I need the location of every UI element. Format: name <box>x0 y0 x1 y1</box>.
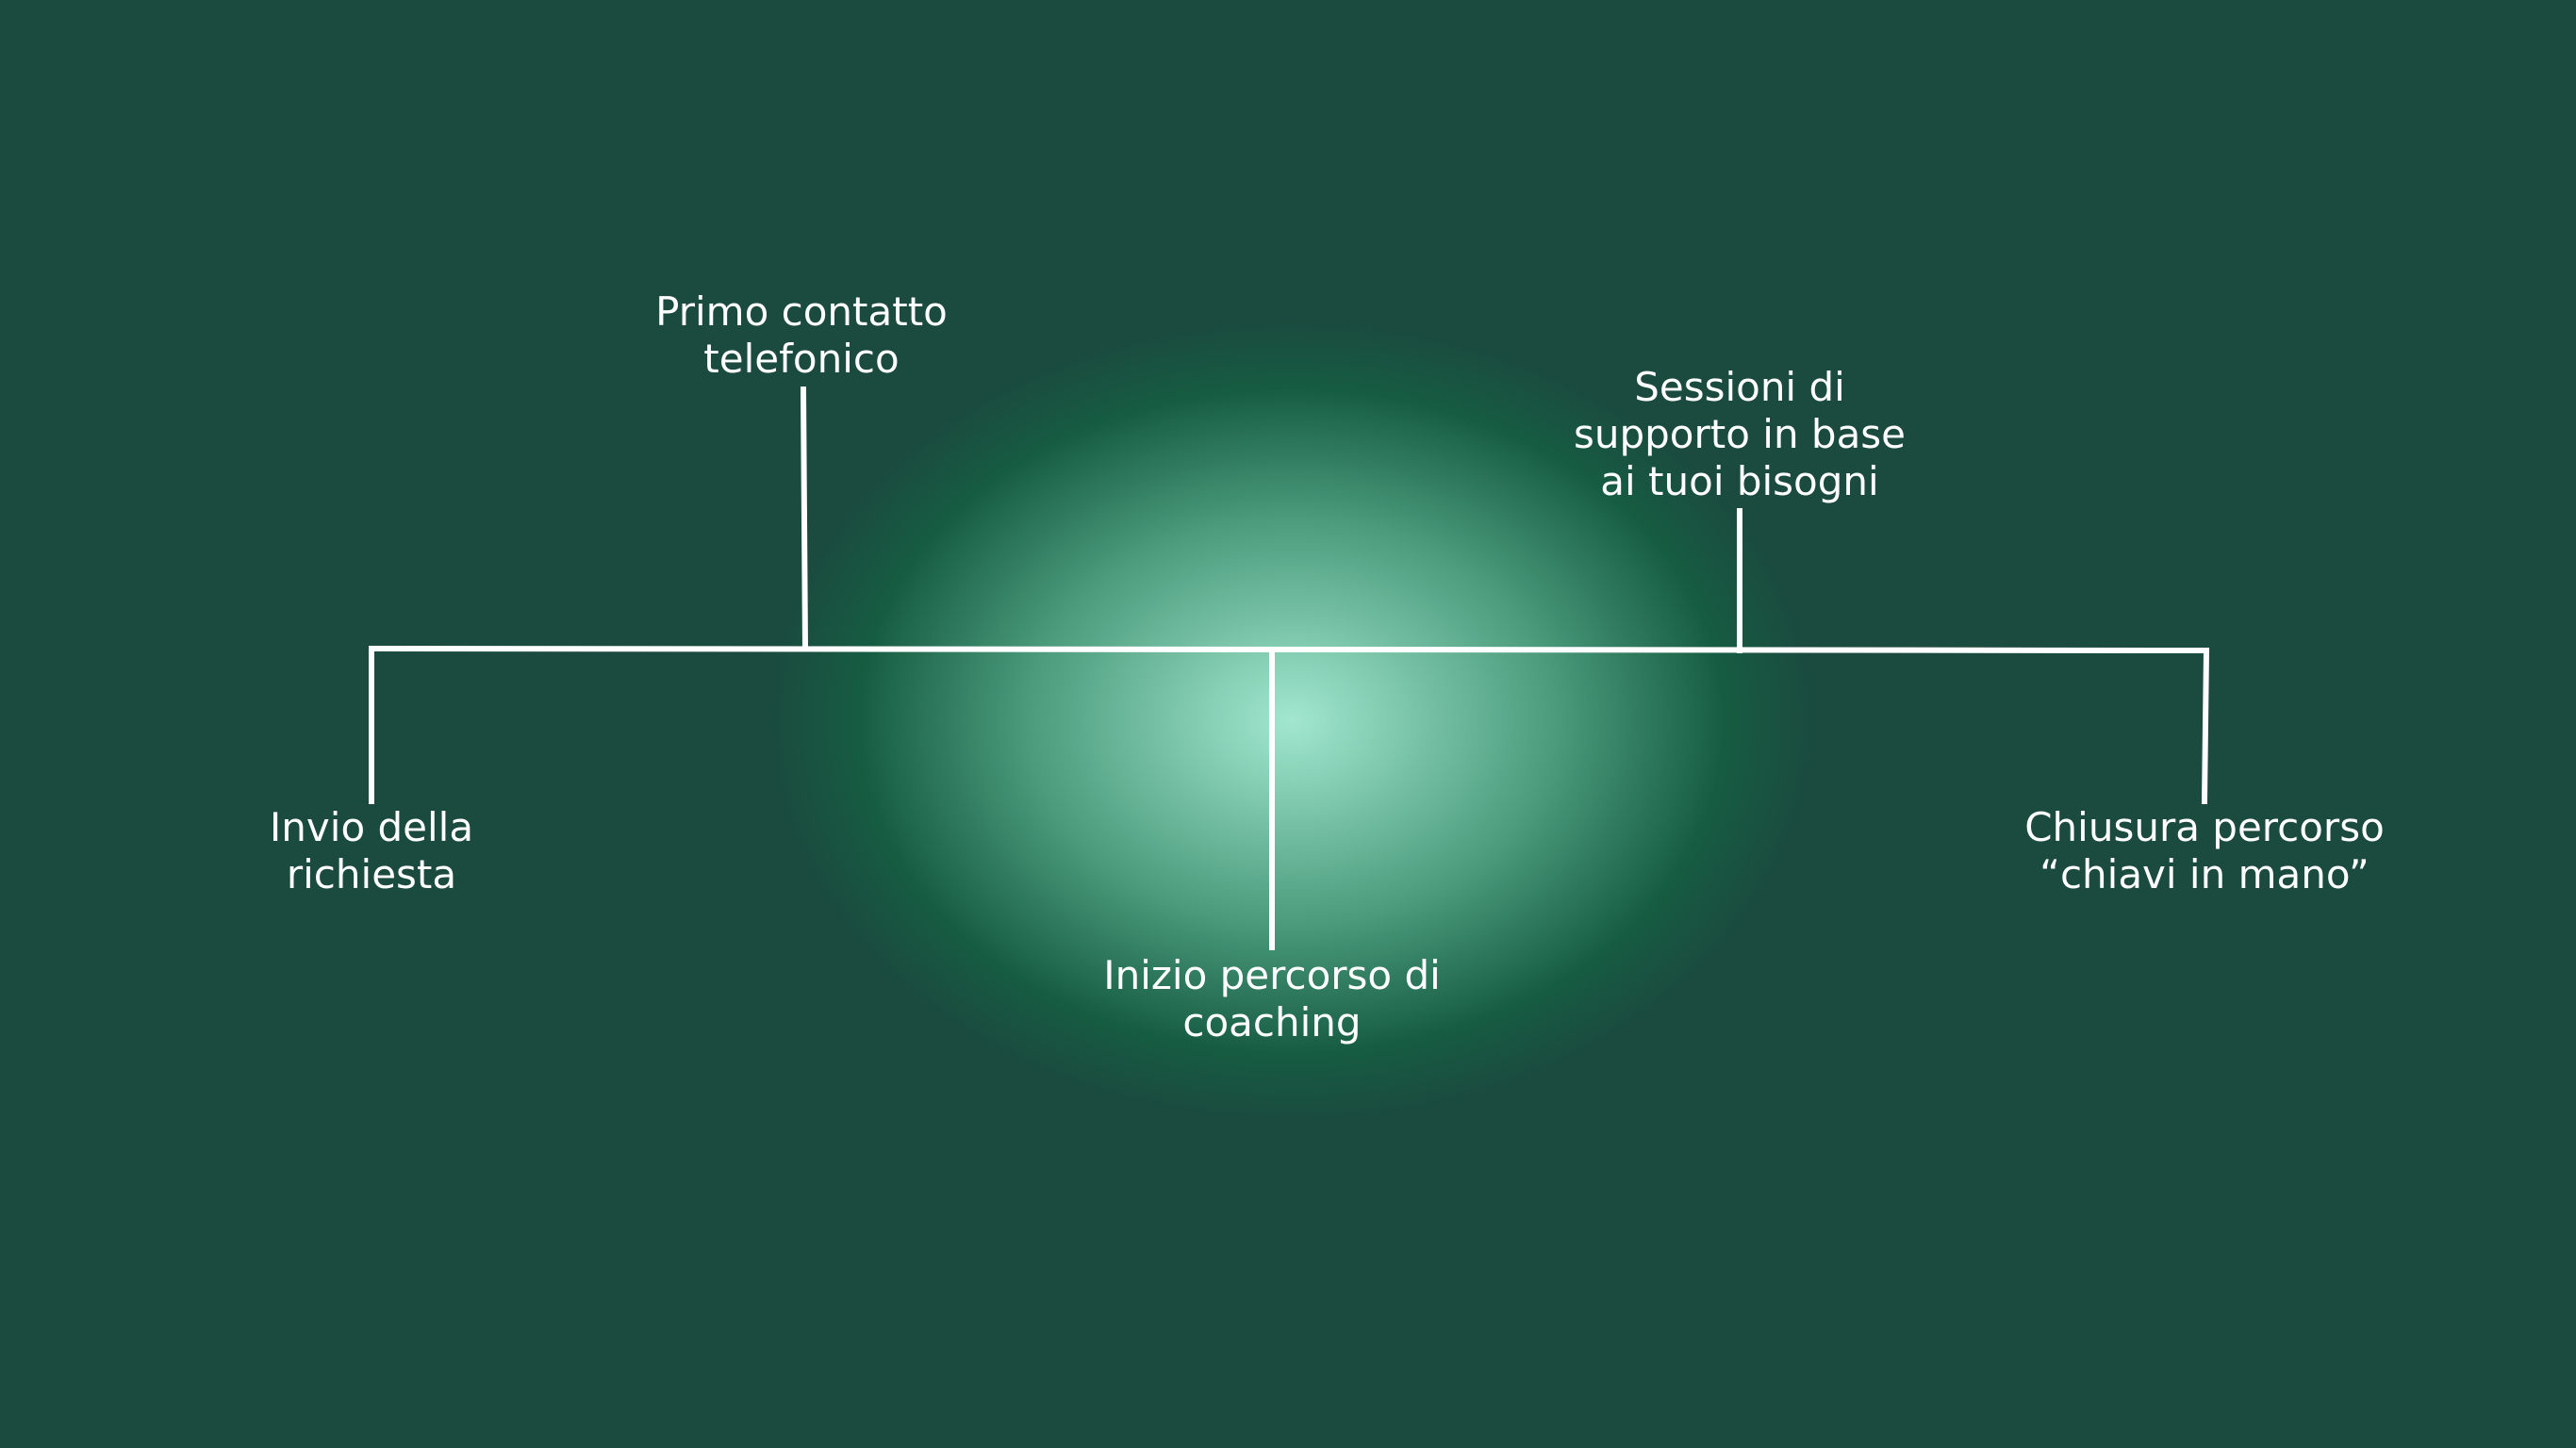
step-chiusura-label: Chiusura percorso “chiavi in mano” <box>2024 804 2385 898</box>
step-line: Primo contatto <box>655 288 948 335</box>
step-line: coaching <box>1182 999 1362 1045</box>
step-line: Invio della <box>269 804 474 850</box>
connector-chiusura <box>2201 647 2210 805</box>
step-line: Sessioni di <box>1634 364 1845 410</box>
connector-primo-contatto <box>800 386 809 652</box>
step-line: Inizio percorso di <box>1103 952 1441 998</box>
step-sessioni-label: Sessioni di supporto in base ai tuoi bis… <box>1574 364 1906 505</box>
step-line: supporto in base <box>1573 411 1907 457</box>
step-line: richiesta <box>286 851 457 897</box>
step-line: ai tuoi bisogni <box>1600 458 1879 504</box>
timeline-main-line <box>368 645 2210 654</box>
step-invio-label: Invio della richiesta <box>270 804 473 898</box>
step-inizio-label: Inizio percorso di coaching <box>1103 952 1441 1046</box>
step-line: telefonico <box>703 336 900 382</box>
step-line: Chiusura percorso <box>2024 804 2385 850</box>
step-line: “chiavi in mano” <box>2039 851 2370 897</box>
step-primo-contatto-label: Primo contatto telefonico <box>655 288 948 383</box>
